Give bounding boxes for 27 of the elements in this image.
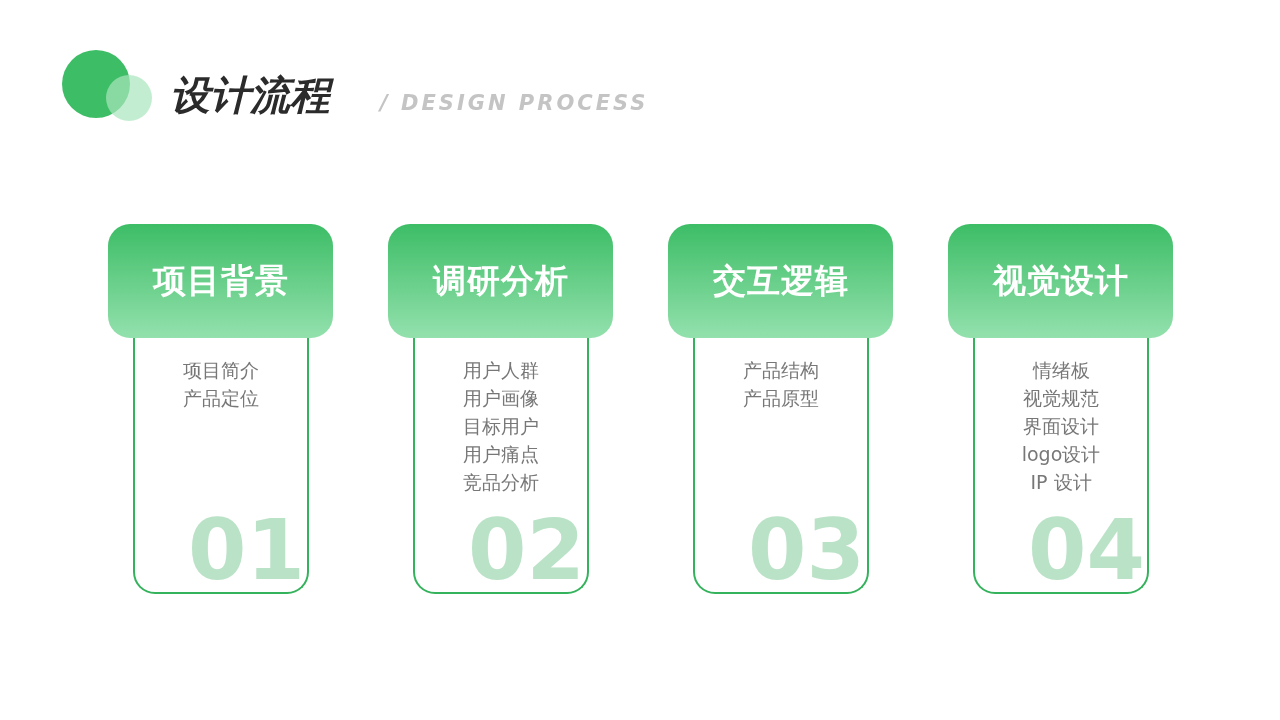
list-item: 视觉规范 (1022, 386, 1100, 410)
step-number: 02 (468, 508, 585, 592)
step-number: 03 (748, 508, 865, 592)
step-number: 01 (188, 508, 305, 592)
list-item: 产品原型 (742, 386, 820, 410)
list-item: 情绪板 (1031, 358, 1091, 382)
list-item: logo设计 (1020, 442, 1102, 466)
list-item: 目标用户 (462, 414, 540, 438)
list-item: IP 设计 (1029, 470, 1093, 494)
step-header: 视觉设计 (948, 224, 1173, 338)
list-item: 用户画像 (462, 386, 540, 410)
step-number: 04 (1028, 508, 1145, 592)
list-item: 用户人群 (462, 358, 540, 382)
step-card (693, 338, 869, 594)
list-item: 竞品分析 (462, 470, 540, 494)
list-item: 界面设计 (1022, 414, 1100, 438)
list-item: 产品定位 (182, 386, 260, 410)
step-card (413, 338, 589, 594)
list-item: 项目简介 (182, 358, 260, 382)
list-item: 用户痛点 (462, 442, 540, 466)
step-header: 交互逻辑 (668, 224, 893, 338)
page-subtitle: / DESIGN PROCESS (380, 90, 649, 116)
step-header: 项目背景 (108, 224, 333, 338)
step-header: 调研分析 (388, 224, 613, 338)
list-item: 产品结构 (742, 358, 820, 382)
step-card (973, 338, 1149, 594)
step-card (133, 338, 309, 594)
